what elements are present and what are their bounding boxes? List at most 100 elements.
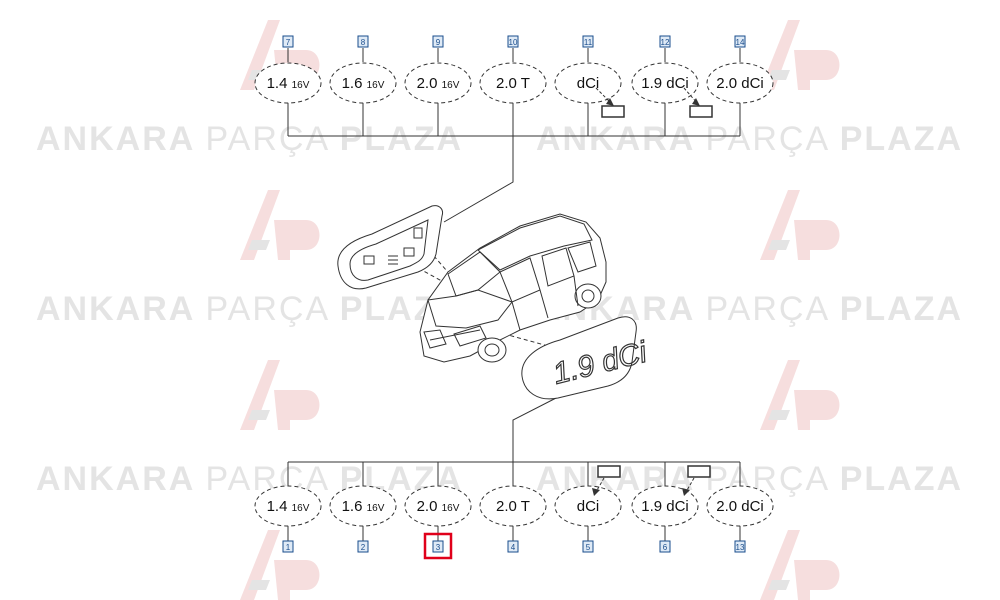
badge-outline [631, 485, 699, 527]
watermark-logo-icon [240, 360, 320, 430]
ref-number: 6 [663, 543, 668, 552]
badge-outline [631, 62, 699, 104]
ref-number: 9 [436, 38, 441, 47]
ref-number: 11 [584, 38, 593, 47]
ref-number: 14 [736, 38, 745, 47]
watermark-brand-light: PARÇA [706, 290, 840, 328]
watermark-brand-tail: PLAZA [840, 290, 963, 328]
top_row-badge: 1.4 16V [254, 62, 322, 104]
ref-number-box[interactable]: 5 [582, 540, 594, 553]
badge-label: 2.0 T [496, 498, 530, 515]
watermark-text: ANKARA PARÇA PLAZA [536, 120, 963, 158]
top_row-badge: 1.9 dCi [631, 62, 699, 104]
bottom_row-badge: 1.4 16V [254, 485, 322, 527]
ref-number-box[interactable]: 9 [432, 35, 444, 48]
ref-number: 12 [661, 38, 670, 47]
badge-label: 1.6 16V [342, 498, 385, 515]
badge-label: 2.0 16V [417, 75, 460, 92]
ref-number-box[interactable]: 12 [659, 35, 671, 48]
small-plate-icon [601, 105, 625, 118]
badge-outline [254, 62, 322, 104]
ref-number: 4 [511, 543, 516, 552]
watermark-brand-tail: PLAZA [340, 120, 463, 158]
badge-label: 2.0 dCi [716, 75, 764, 92]
watermark-brand-bold: ANKARA [536, 120, 706, 158]
ref-number: 2 [361, 543, 366, 552]
badge-outline [479, 62, 547, 104]
bottom_row-badge: 2.0 16V [404, 485, 472, 527]
ref-number: 13 [736, 543, 745, 552]
top_row-badge: 2.0 dCi [706, 62, 774, 104]
ref-number: 10 [509, 38, 518, 47]
watermark-brand-light: PARÇA [206, 290, 340, 328]
badge-outline [404, 62, 472, 104]
top-badge-row: 1.4 16V 7 1.6 16V 8 2.0 16V 9 2.0 T 10 dCi 11 1.9 … [254, 35, 774, 118]
small-plate-icon [687, 465, 711, 478]
watermark-brand-light: PARÇA [206, 120, 340, 158]
top_row-badge: 2.0 16V [404, 62, 472, 104]
watermark-logo-icon [760, 360, 840, 430]
badge-outline [554, 485, 622, 527]
watermark-brand-bold: ANKARA [36, 120, 206, 158]
watermark-logo-icon [240, 530, 320, 600]
watermark-brand-tail: PLAZA [840, 120, 963, 158]
small-plate-icon [689, 105, 713, 118]
bottom_row-badge: 2.0 dCi [706, 485, 774, 527]
badge-outline [329, 485, 397, 527]
top_row-badge: 1.6 16V [329, 62, 397, 104]
ref-number-box[interactable]: 2 [357, 540, 369, 553]
bottom_row-badge: 1.6 16V [329, 485, 397, 527]
ref-number-box[interactable]: 4 [507, 540, 519, 553]
ref-number-box[interactable]: 13 [734, 540, 746, 553]
badge-label: 1.9 dCi [641, 75, 689, 92]
badge-label: dCi [577, 498, 600, 515]
badge-label: 1.4 16V [267, 498, 310, 515]
badge-label: dCi [577, 75, 600, 92]
badge-label: 2.0 dCi [716, 498, 764, 515]
ref-number-box[interactable]: 6 [659, 540, 671, 553]
bottom-emblem-panel: 1.9 dCi [521, 316, 652, 400]
ref-number-box[interactable]: 7 [282, 35, 294, 48]
ref-number: 1 [286, 543, 291, 552]
bottom_row-badge: 2.0 T [479, 485, 547, 527]
watermark-text: ANKARA PARÇA PLAZA [36, 120, 463, 158]
watermark-logo-icon [760, 20, 840, 90]
ref-number-box[interactable]: 10 [507, 35, 519, 48]
watermark-brand-bold: ANKARA [36, 290, 206, 328]
watermark-logo-icon [240, 190, 320, 260]
badge-outline [706, 485, 774, 527]
ref-number: 5 [586, 543, 591, 552]
ref-number-box[interactable]: 1 [282, 540, 294, 553]
ref-number-box[interactable]: 3 [423, 532, 453, 560]
watermark-text: ANKARA PARÇA PLAZA [36, 290, 463, 328]
badge-outline [479, 485, 547, 527]
watermark-logo-icon [760, 530, 840, 600]
small-plate-icon [597, 465, 621, 478]
watermark-brand-light: PARÇA [706, 120, 840, 158]
ref-number-box[interactable]: 14 [734, 35, 746, 48]
watermark-text: ANKARA PARÇA PLAZA [536, 460, 963, 498]
highlight-frame [423, 532, 453, 560]
bottom_row-badge: dCi [554, 485, 622, 527]
watermark-text: ANKARA PARÇA PLAZA [36, 460, 463, 498]
badge-label: 2.0 T [496, 75, 530, 92]
watermark-brand-bold: ANKARA [36, 460, 206, 498]
badge-outline [706, 62, 774, 104]
badge-label: 1.6 16V [342, 75, 385, 92]
badge-label: 1.4 16V [267, 75, 310, 92]
badge-outline [329, 62, 397, 104]
badge-label: 2.0 16V [417, 498, 460, 515]
ref-number: 7 [286, 38, 291, 47]
bottom_row-badge: 1.9 dCi [631, 485, 699, 527]
bottom-badge-row: 1.4 16V 1 1.6 16V 2 2.0 16V 3 2.0 T 4 dCi 5 1.9 dC… [254, 465, 774, 560]
top_row-badge: dCi [554, 62, 622, 104]
ref-number-box[interactable]: 8 [357, 35, 369, 48]
ref-number-box[interactable]: 11 [582, 35, 594, 48]
watermark-brand-tail: PLAZA [840, 460, 963, 498]
top-emblem-panel [337, 205, 443, 290]
badge-label: 1.9 dCi [641, 498, 689, 515]
watermark-logo-icon [760, 190, 840, 260]
badge-outline [254, 485, 322, 527]
